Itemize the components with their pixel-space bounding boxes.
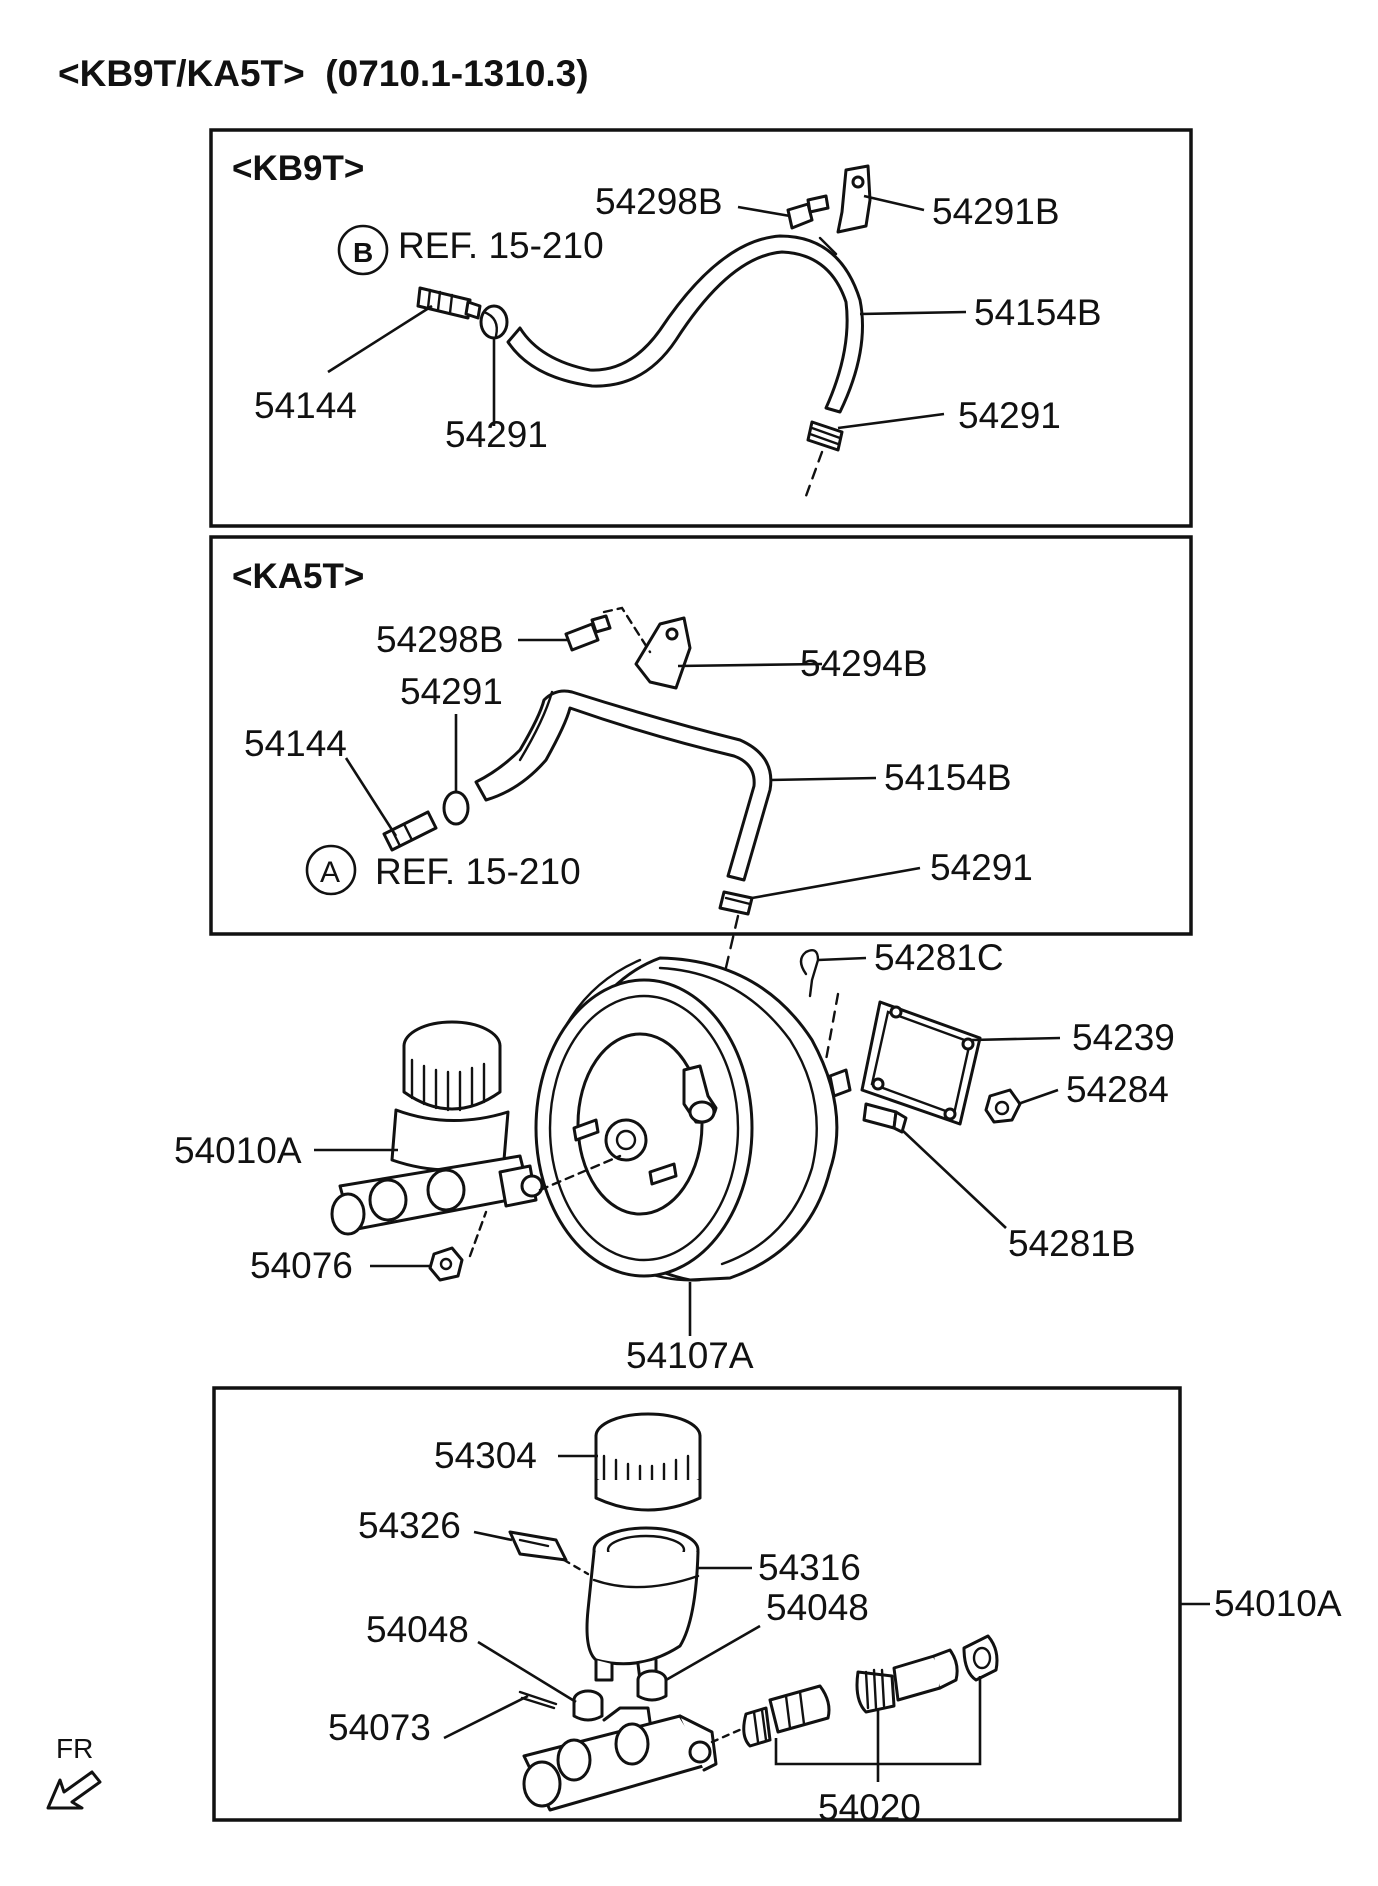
- booster-master-cylinder-part: [330, 1020, 544, 1236]
- ka5t-bolt-part: [564, 614, 612, 652]
- label-54073: 54073: [328, 1707, 431, 1748]
- booster-nut-part: [984, 1088, 1022, 1124]
- leader-54294B-ka5t: [677, 662, 823, 668]
- label-54281B: 54281B: [1008, 1223, 1136, 1264]
- leader-54154B-kb9t: [859, 310, 967, 316]
- direction-label: FR: [56, 1733, 93, 1764]
- leader-54048-left: [477, 1640, 577, 1704]
- label-54298B-ka5t: 54298B: [376, 619, 504, 660]
- ka5t-heading: <KA5T>: [232, 557, 364, 596]
- label-54326: 54326: [358, 1505, 461, 1546]
- leader-54291-ka5t-right: [751, 866, 921, 900]
- booster-section: 54281C 54239 54284 54010A 54281B 54076 5…: [174, 914, 1175, 1376]
- label-54291-ka5t-top: 54291: [400, 671, 503, 712]
- leader-54284: [1017, 1088, 1059, 1106]
- booster-gasket-part: [860, 1000, 982, 1126]
- ka5t-hose-part: [474, 689, 773, 882]
- kb9t-ref-badge-icon: [337, 224, 389, 276]
- mc-piston-kit-part: [742, 1634, 999, 1748]
- label-54294B-ka5t: 54294B: [800, 643, 928, 684]
- leader-54281C: [817, 956, 867, 962]
- mc-filter-part: [508, 1530, 568, 1562]
- leader-54020: [774, 1676, 982, 1782]
- mc-body-part: [522, 1706, 718, 1812]
- mc-filter-dashed: [562, 1558, 590, 1576]
- label-54144-kb9t: 54144: [254, 385, 357, 426]
- label-54010A-assembly: 54010A: [1214, 1583, 1342, 1624]
- label-54298B-kb9t: 54298B: [595, 181, 723, 222]
- label-54010A-booster: 54010A: [174, 1130, 302, 1171]
- label-54304: 54304: [434, 1435, 537, 1476]
- booster-stud-dashed: [538, 1154, 622, 1192]
- leader-54073: [443, 1694, 529, 1740]
- label-54144-ka5t: 54144: [244, 723, 347, 764]
- ka5t-ref-badge-icon: [305, 844, 357, 896]
- booster-nut-dashed: [468, 1210, 488, 1258]
- kb9t-hose-part: [506, 234, 864, 414]
- kb9t-ref-text: REF. 15-210: [398, 225, 604, 266]
- kb9t-clip-right-part: [806, 420, 844, 452]
- leader-54298B-kb9t: [737, 205, 791, 218]
- label-54291-kb9t-right: 54291: [958, 395, 1061, 436]
- booster-pin-part: [799, 949, 820, 998]
- label-54291-kb9t-left: 54291: [445, 414, 548, 455]
- mc-reservoir-part: [585, 1526, 700, 1682]
- label-54048-right: 54048: [766, 1587, 869, 1628]
- leader-54154B-ka5t: [769, 776, 877, 782]
- leader-54281B: [901, 1129, 1007, 1229]
- ka5t-clip-right-part: [718, 890, 754, 916]
- booster-cylinder-nut-part: [428, 1246, 464, 1282]
- master-cylinder-section: 54304 54326 54316 54048 54048 54073 5402…: [212, 1386, 1342, 1828]
- mc-pin-part: [518, 1690, 558, 1710]
- booster-valve-part: [862, 1102, 908, 1134]
- front-arrow-icon: [46, 1770, 102, 1810]
- label-54107A: 54107A: [626, 1335, 754, 1376]
- label-54284: 54284: [1066, 1069, 1169, 1110]
- ka5t-clip-top-part: [442, 790, 470, 826]
- label-54020: 54020: [818, 1787, 921, 1828]
- label-54076: 54076: [250, 1245, 353, 1286]
- leader-54291B-kb9t: [863, 194, 925, 212]
- mc-cap-part: [594, 1412, 702, 1512]
- kb9t-section: <KB9T> B REF. 15-210: [209, 128, 1193, 528]
- kb9t-bracket-part: [836, 164, 872, 234]
- mc-piston-dashed: [710, 1726, 746, 1744]
- booster-body-part: [534, 956, 852, 1282]
- ka5t-section: <KA5T> A REF.: [209, 535, 1193, 936]
- ka5t-ref-text: REF. 15-210: [375, 851, 581, 892]
- kb9t-dashed-link: [804, 450, 824, 498]
- booster-pin-dashed: [824, 992, 840, 1062]
- ka5t-connector-part: [382, 810, 438, 852]
- label-54048-left: 54048: [366, 1609, 469, 1650]
- leader-54144-kb9t: [327, 304, 433, 374]
- label-54154B-ka5t: 54154B: [884, 757, 1012, 798]
- leader-54144-ka5t: [344, 757, 398, 837]
- label-54281C: 54281C: [874, 937, 1004, 978]
- label-54291B-kb9t: 54291B: [932, 191, 1060, 232]
- kb9t-heading: <KB9T>: [232, 149, 364, 188]
- leader-54326: [473, 1530, 513, 1542]
- label-54239: 54239: [1072, 1017, 1175, 1058]
- label-54316: 54316: [758, 1547, 861, 1588]
- kb9t-frame: [209, 128, 1193, 528]
- leader-54291-kb9t-right: [837, 412, 945, 430]
- label-54154B-kb9t: 54154B: [974, 292, 1102, 333]
- diagram-title: <KB9T/KA5T> (0710.1-1310.3): [58, 53, 589, 94]
- kb9t-ref-badge: B: [353, 237, 373, 268]
- ka5t-ref-badge: A: [320, 856, 340, 889]
- ka5t-bolt-bracket-link: [602, 606, 652, 654]
- mc-grommet-left-part: [572, 1689, 604, 1722]
- kb9t-clip-left-part: [479, 304, 509, 340]
- kb9t-bolt-part: [786, 194, 830, 230]
- ka5t-bracket-part: [634, 616, 692, 690]
- mc-grommet-right-part: [636, 1669, 668, 1702]
- front-direction-indicator: FR: [46, 1733, 102, 1810]
- label-54291-ka5t-right: 54291: [930, 847, 1033, 888]
- ka5t-frame: [209, 535, 1193, 936]
- leader-54048-right: [665, 1624, 761, 1682]
- kb9t-connector-part: [416, 286, 482, 320]
- leader-54239: [971, 1036, 1061, 1042]
